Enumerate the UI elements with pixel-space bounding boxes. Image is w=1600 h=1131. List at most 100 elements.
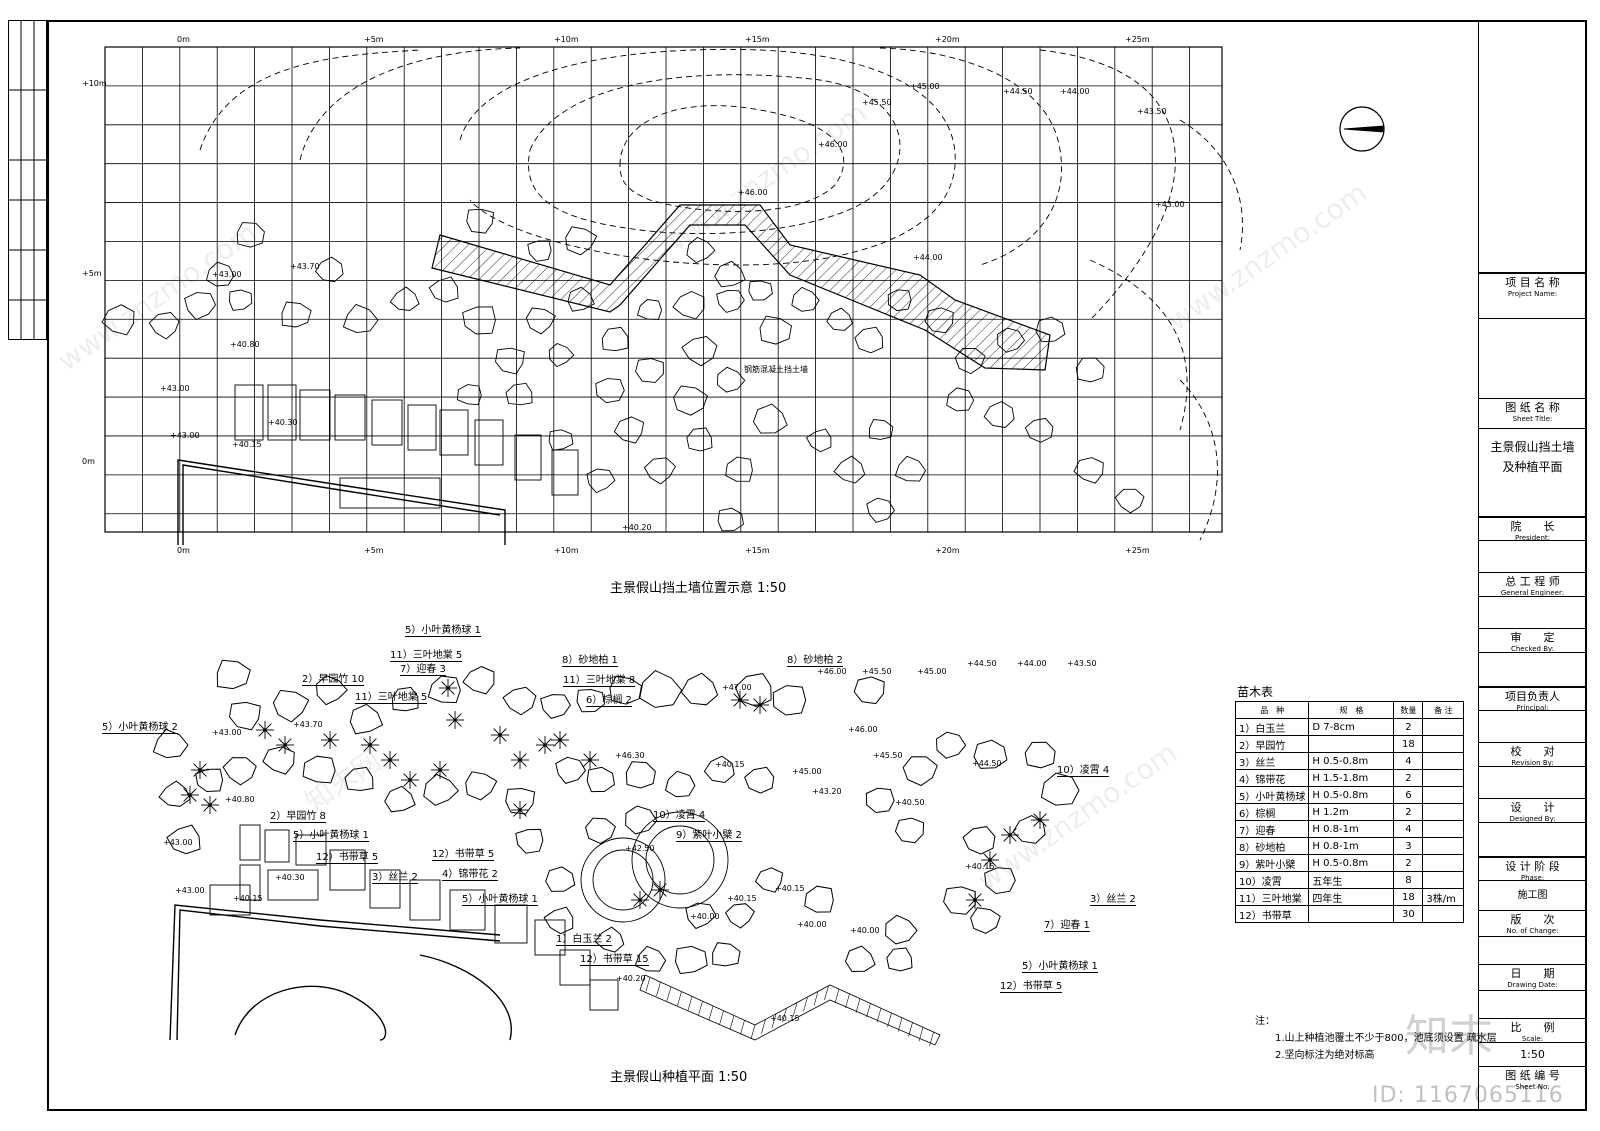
- wood-deck: [639, 974, 941, 1046]
- rock: [423, 773, 460, 806]
- lower-plan-caption: 主景假山种植平面 1:50: [610, 1070, 748, 1085]
- y-tick-label: +10m: [82, 79, 107, 88]
- rock: [865, 787, 895, 814]
- rock: [158, 780, 191, 807]
- deck-board: [666, 986, 672, 1001]
- elevation-label: +40.30: [268, 418, 298, 427]
- rock: [844, 945, 876, 973]
- tb-sheet-title-value: 主景假山挡土墙及种植平面: [1478, 428, 1587, 516]
- plant-label: 2）早园竹 8: [270, 807, 326, 823]
- shrub-symbol: [966, 891, 984, 909]
- deck-board: [750, 1024, 756, 1040]
- elevation-label: +40.15: [965, 862, 995, 871]
- x-tick-label: +5m: [364, 35, 384, 44]
- elevation-label: +46.00: [818, 140, 848, 149]
- rock: [886, 947, 913, 972]
- rock: [505, 382, 533, 406]
- table-cell: H 0.5-0.8m: [1308, 752, 1395, 770]
- plant-table-header: 品 种: [1234, 701, 1310, 719]
- deck-board: [792, 1002, 798, 1017]
- plant-label: 4）锦带花 2: [442, 865, 498, 881]
- building-wall: [177, 459, 506, 545]
- tb-blank-5: [1478, 766, 1587, 798]
- x-tick-label: +10m: [554, 35, 579, 44]
- plant-table-header: 规 格: [1308, 701, 1395, 719]
- plant-label: 1）白玉兰 2: [556, 930, 612, 946]
- deck-board: [845, 993, 850, 1008]
- elevation-label: +46.00: [738, 188, 768, 197]
- rock: [703, 755, 735, 784]
- tb-phase-value: 施工图: [1478, 880, 1587, 910]
- table-cell: [1308, 905, 1395, 923]
- elevation-label: +43.20: [812, 787, 842, 796]
- deck-board: [834, 989, 840, 1004]
- table-cell: [1308, 735, 1395, 753]
- shrub-symbol: [731, 691, 749, 709]
- elevation-label: +40.15: [770, 1014, 800, 1023]
- tb-scale-value: 1:50: [1478, 1042, 1587, 1066]
- table-cell: [1422, 735, 1465, 753]
- rock: [166, 824, 201, 855]
- upper-plan: [101, 46, 1385, 545]
- rock: [1073, 457, 1104, 484]
- x-tick-label: +15m: [745, 546, 770, 555]
- plant-label: 5）小叶黄杨球 1: [462, 890, 538, 906]
- plant-label: 11）三叶地棠 5: [355, 688, 428, 704]
- elevation-label: +40.15: [715, 760, 745, 769]
- tb-blank-3: [1478, 652, 1587, 686]
- rock: [714, 260, 746, 288]
- elevation-label: +40.15: [232, 440, 262, 449]
- table-cell: 11）三叶地棠: [1234, 888, 1310, 906]
- x-tick-label: +20m: [935, 35, 960, 44]
- rock: [725, 456, 753, 482]
- rock: [205, 261, 235, 287]
- shrub-symbol: [1001, 826, 1019, 844]
- shrub-symbol: [536, 736, 554, 754]
- plant-label: 12）书带草 5: [1000, 977, 1063, 993]
- contour-lines: [199, 47, 1243, 541]
- tb-blank-6: [1478, 822, 1587, 856]
- rock: [635, 358, 664, 383]
- shrub-symbol: [439, 679, 457, 697]
- upper-plan-caption: 主景假山挡土墙位置示意 1:50: [610, 581, 787, 596]
- table-cell: 3株/m: [1422, 888, 1465, 906]
- table-cell: 12）书带草: [1234, 905, 1310, 923]
- table-cell: H 0.5-0.8m: [1308, 786, 1395, 804]
- table-cell: [1422, 820, 1465, 838]
- table-cell: 2: [1393, 803, 1424, 821]
- table-cell: D 7-8cm: [1308, 718, 1395, 736]
- elevation-label: +45.50: [862, 98, 892, 107]
- plant-label: 5）小叶黄杨球 1: [405, 621, 481, 637]
- plant-label: 12）书带草 5: [316, 848, 379, 864]
- elevation-label: +40.00: [850, 926, 880, 935]
- rock: [894, 455, 927, 482]
- rock: [686, 236, 716, 264]
- rock: [759, 315, 792, 345]
- rock: [724, 903, 756, 929]
- deck-board: [708, 1005, 714, 1020]
- y-tick-label: +5m: [82, 269, 102, 278]
- elevation-label: +43.00: [170, 431, 200, 440]
- elevation-label: +45.00: [792, 767, 822, 776]
- rock: [716, 289, 745, 313]
- plant-label: 8）砂地柏 2: [787, 651, 843, 667]
- shrub-symbol: [581, 751, 599, 769]
- deck-board: [656, 982, 661, 997]
- plant-label: 12）书带草 15: [580, 950, 649, 966]
- shrub-symbol: [1031, 811, 1049, 829]
- rock: [594, 926, 625, 953]
- deck-board: [782, 1008, 787, 1023]
- table-cell: 4: [1393, 752, 1424, 770]
- shrub-symbols: [181, 679, 1049, 909]
- rock: [712, 942, 741, 967]
- elevation-label: +43.00: [212, 728, 242, 737]
- rock: [970, 907, 1001, 934]
- x-tick-label: 0m: [177, 546, 190, 555]
- rock: [804, 885, 834, 913]
- rock: [601, 326, 629, 352]
- rock: [152, 728, 189, 759]
